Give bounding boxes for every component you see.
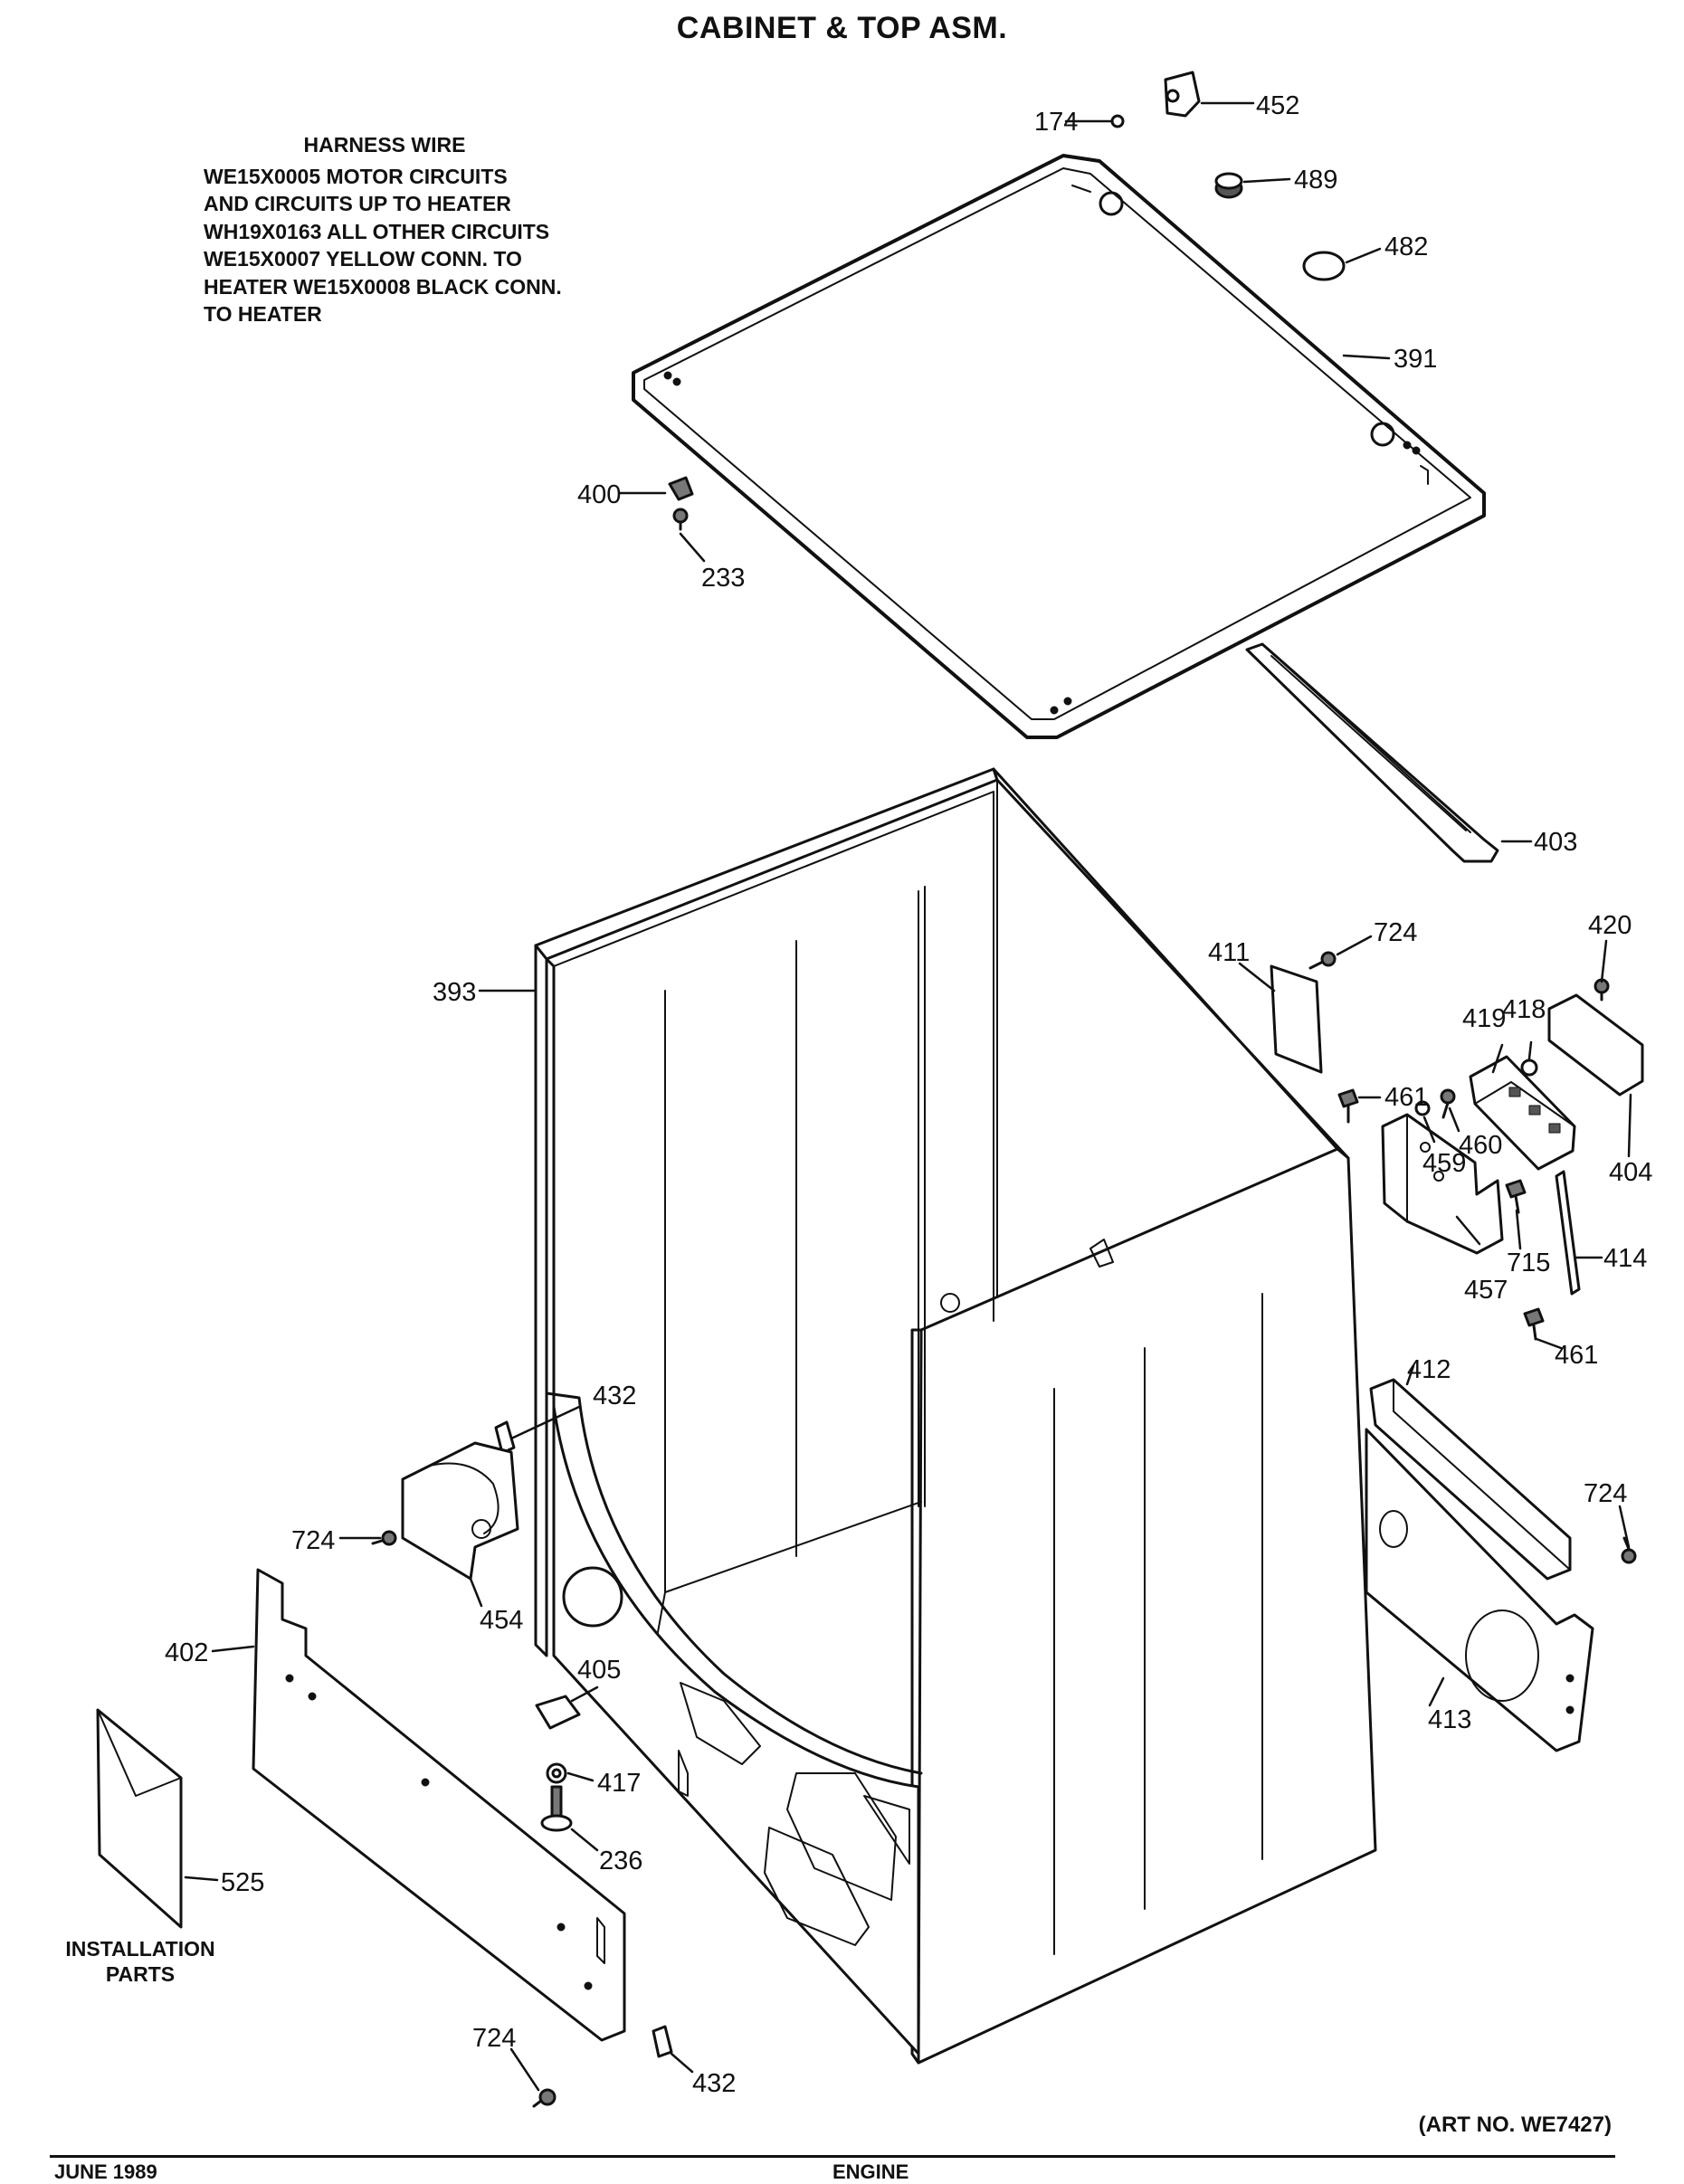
part-412-rail: [1369, 1378, 1572, 1581]
harness-line-5: HEATER WE15X0008 BLACK CONN.: [204, 274, 562, 299]
label-405: 405: [577, 1656, 621, 1685]
part-417-nut: [546, 1762, 567, 1784]
part-452-clip: [1164, 71, 1201, 118]
part-403-strap: [1245, 642, 1499, 863]
part-459-washer: [1414, 1100, 1431, 1116]
label-715: 715: [1507, 1249, 1550, 1277]
part-460-screw: [1440, 1088, 1456, 1119]
harness-heading: HARNESS WIRE: [303, 133, 466, 157]
top-panel: [632, 154, 1486, 739]
label-461-upper: 461: [1384, 1083, 1428, 1112]
label-457: 457: [1464, 1276, 1508, 1305]
part-400-nut: [668, 476, 694, 501]
part-715-screw: [1505, 1179, 1527, 1214]
installation-line-2: PARTS: [105, 1962, 176, 1986]
label-454: 454: [480, 1606, 523, 1635]
part-724-screw-b: [1621, 1536, 1637, 1564]
part-432-clip-b: [652, 2025, 673, 2058]
installation-parts-label: INSTALLATION PARTS: [45, 1936, 235, 1987]
diagram-title: CABINET & TOP ASM.: [676, 11, 1008, 45]
label-174: 174: [1034, 108, 1078, 137]
label-432-upper: 432: [593, 1382, 636, 1410]
label-419: 419: [1462, 1004, 1506, 1033]
part-457-bracket: [1381, 1113, 1504, 1255]
label-400: 400: [577, 480, 621, 509]
label-417: 417: [597, 1769, 641, 1798]
part-411-plate: [1270, 964, 1323, 1074]
label-414: 414: [1603, 1244, 1647, 1273]
harness-line-1: WE15X0005 MOTOR CIRCUITS: [204, 164, 508, 188]
cabinet: [534, 767, 1377, 2065]
label-404: 404: [1609, 1158, 1652, 1187]
part-402-toe-panel: [252, 1568, 626, 2042]
label-489: 489: [1294, 166, 1337, 195]
label-413: 413: [1428, 1705, 1471, 1734]
label-461-lower: 461: [1555, 1341, 1598, 1370]
harness-line-3: WH19X0163 ALL OTHER CIRCUITS: [204, 219, 550, 243]
part-724-screw-c: [371, 1530, 397, 1546]
leader-lines: [184, 101, 1632, 2092]
part-labels: 174 452 489 482 391 400 233 403 393 411 …: [165, 91, 1652, 2098]
art-number: (ART NO. WE7427): [1418, 2113, 1612, 2137]
label-412: 412: [1407, 1355, 1451, 1384]
label-724-left: 724: [291, 1526, 335, 1555]
bottom-rule: [50, 2155, 1615, 2158]
part-432-clip-a: [494, 1420, 516, 1455]
label-724-bottom: 724: [472, 2024, 516, 2053]
part-418-nut: [1520, 1059, 1538, 1077]
harness-wire-note: HARNESS WIRE WE15X0005 MOTOR CIRCUITS AN…: [204, 131, 629, 328]
installation-line-1: INSTALLATION: [65, 1937, 215, 1961]
part-419-terminal-block: [1469, 1055, 1576, 1171]
part-482-plug: [1302, 251, 1346, 281]
label-459: 459: [1422, 1149, 1466, 1178]
label-525: 525: [221, 1868, 264, 1897]
part-236-leg: [540, 1785, 573, 1832]
label-418: 418: [1502, 995, 1546, 1024]
harness-line-2: AND CIRCUITS UP TO HEATER: [204, 192, 511, 215]
part-233-screw: [672, 508, 689, 531]
part-174-ring: [1110, 114, 1125, 128]
part-405-clip: [535, 1695, 581, 1730]
part-461-screw-a: [1337, 1088, 1359, 1124]
label-724-top: 724: [1374, 918, 1417, 947]
part-414-strip: [1555, 1170, 1581, 1296]
label-432-lower: 432: [692, 2069, 736, 2098]
part-404-cover: [1547, 993, 1644, 1097]
label-403: 403: [1534, 828, 1577, 857]
label-724-right: 724: [1584, 1479, 1627, 1508]
harness-line-4: WE15X0007 YELLOW CONN. TO: [204, 247, 522, 271]
part-413-panel: [1365, 1428, 1594, 1752]
part-525-envelope: [96, 1708, 183, 1929]
part-461-screw-b: [1523, 1307, 1545, 1341]
label-236: 236: [599, 1847, 642, 1875]
part-454-bracket: [401, 1441, 519, 1581]
label-460: 460: [1459, 1131, 1502, 1160]
label-452: 452: [1256, 91, 1299, 120]
harness-line-6: TO HEATER: [204, 302, 322, 326]
label-393: 393: [433, 978, 476, 1007]
label-411: 411: [1208, 938, 1250, 967]
label-482: 482: [1384, 233, 1428, 261]
part-724-screw-d: [532, 2088, 557, 2108]
label-391: 391: [1394, 345, 1437, 374]
label-233: 233: [701, 564, 745, 593]
part-420-screw: [1594, 978, 1610, 1002]
label-402: 402: [165, 1638, 208, 1667]
part-489-grommet: [1214, 172, 1243, 199]
label-420: 420: [1588, 911, 1632, 940]
part-724-screw-a: [1308, 951, 1337, 970]
